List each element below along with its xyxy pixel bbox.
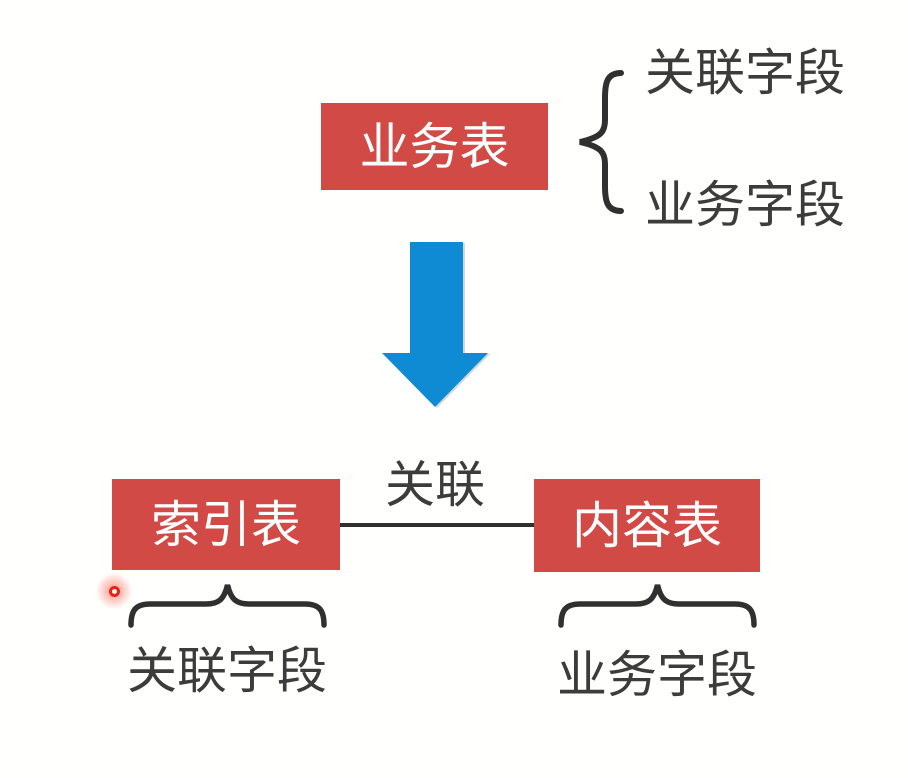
business-table-label: 业务表	[359, 118, 510, 175]
content-table-label: 内容表	[572, 497, 722, 554]
left-horizontal-brace-icon	[128, 584, 327, 628]
laser-pointer-dot	[96, 573, 132, 609]
content-table-box: 内容表	[534, 479, 760, 572]
label-business-field-bottom: 业务字段	[557, 647, 757, 703]
association-label: 关联	[385, 457, 485, 513]
label-association-field-bottom: 关联字段	[127, 643, 327, 699]
index-table-box: 索引表	[112, 479, 340, 570]
label-business-field-top: 业务字段	[645, 177, 845, 233]
business-table-box: 业务表	[321, 103, 548, 190]
right-horizontal-brace-icon	[558, 584, 757, 628]
down-arrow-icon	[382, 242, 488, 407]
index-table-label: 索引表	[151, 496, 301, 553]
curly-brace-icon	[579, 70, 624, 214]
association-connector-line	[340, 523, 534, 527]
label-association-field-top: 关联字段	[645, 45, 845, 101]
laser-pointer-ring	[108, 585, 120, 597]
